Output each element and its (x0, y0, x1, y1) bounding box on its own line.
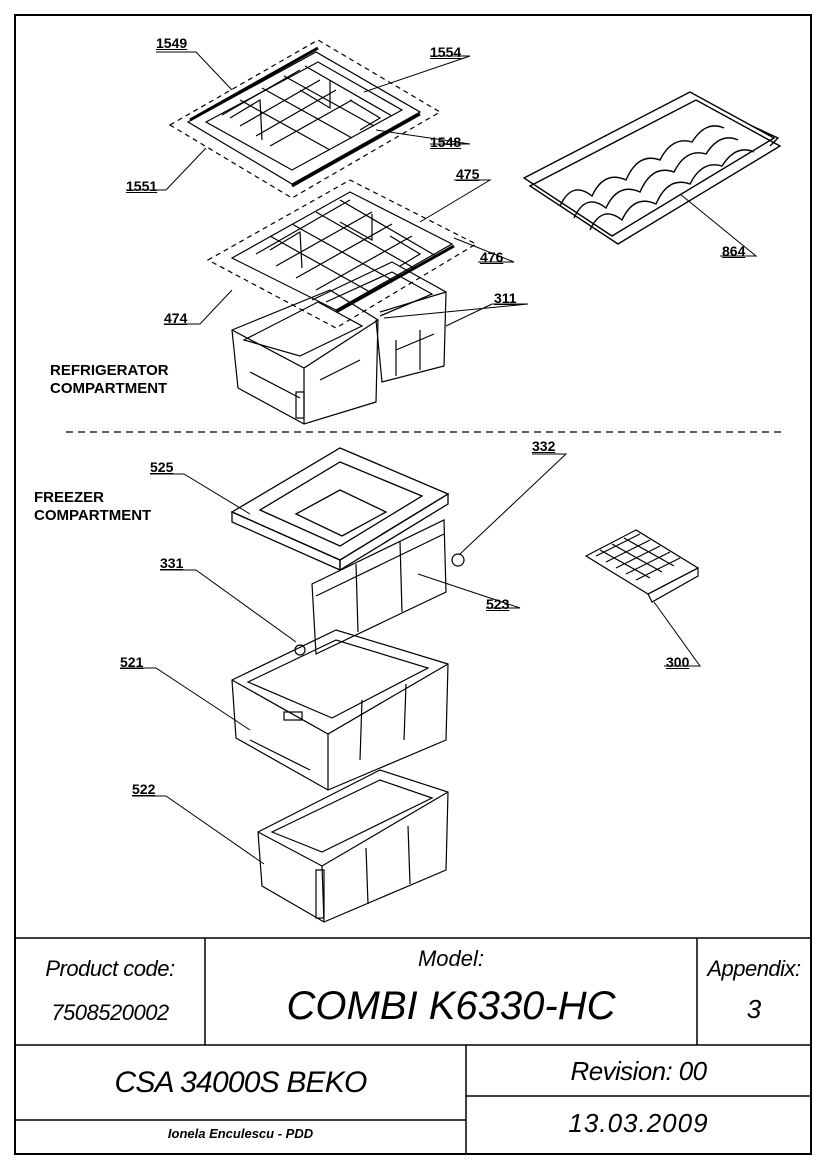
model-value: COMBI K6330-HC (286, 984, 616, 1028)
section-label-line: REFRIGERATOR (50, 362, 169, 379)
model-label: Model: (417, 946, 485, 971)
freezer-drawer-bottom (257, 769, 449, 923)
part-label-864: 864 (722, 243, 746, 259)
part-label-521: 521 (120, 654, 144, 670)
leader-lines (120, 51, 758, 865)
freezer-drawer-front (311, 519, 465, 655)
sheet-border (14, 14, 812, 1155)
section-label-line: FREEZER (34, 489, 105, 506)
glass-shelf-upper (168, 39, 442, 199)
section-label-line: COMPARTMENT (50, 380, 168, 397)
section-label-line: COMPARTMENT (34, 507, 152, 524)
part-label-1549: 1549 (156, 35, 188, 51)
product-code-label: Product code: (45, 956, 175, 981)
wine-rack (522, 91, 782, 245)
appendix-value: 3 (746, 994, 762, 1024)
part-label-475: 475 (456, 166, 480, 182)
part-label-332: 332 (532, 438, 556, 454)
glass-shelf-lower (206, 179, 478, 329)
section-label-freezer: FREEZER COMPARTMENT (34, 489, 151, 525)
date: 13.03.2009 (568, 1108, 709, 1138)
product-code-value: 7508520002 (51, 1000, 169, 1025)
appendix-label: Appendix: (707, 956, 801, 981)
freezer-drawer-middle (231, 629, 449, 791)
part-label-476: 476 (480, 249, 504, 265)
part-label-300: 300 (666, 654, 690, 670)
section-label-refrigerator: REFRIGERATOR COMPARTMENT (50, 362, 169, 398)
revision: Revision: 00 (570, 1056, 707, 1086)
part-label-525: 525 (150, 459, 174, 475)
part-label-331: 331 (160, 555, 184, 571)
part-label-311: 311 (494, 290, 517, 306)
part-label-523: 523 (486, 596, 510, 612)
freezer-shelf-tray (230, 447, 450, 572)
part-label-1554: 1554 (430, 44, 462, 60)
part-label-1548: 1548 (430, 134, 462, 150)
part-label-1551: 1551 (126, 178, 158, 194)
crisper-drawers (231, 261, 447, 425)
csa-code: CSA 34000S BEKO (114, 1066, 367, 1099)
author: Ionela Enculescu - PDD (167, 1126, 314, 1141)
part-label-522: 522 (132, 781, 156, 797)
ice-tray (584, 529, 700, 603)
part-label-474: 474 (164, 310, 188, 326)
title-block-grid (15, 937, 811, 1154)
